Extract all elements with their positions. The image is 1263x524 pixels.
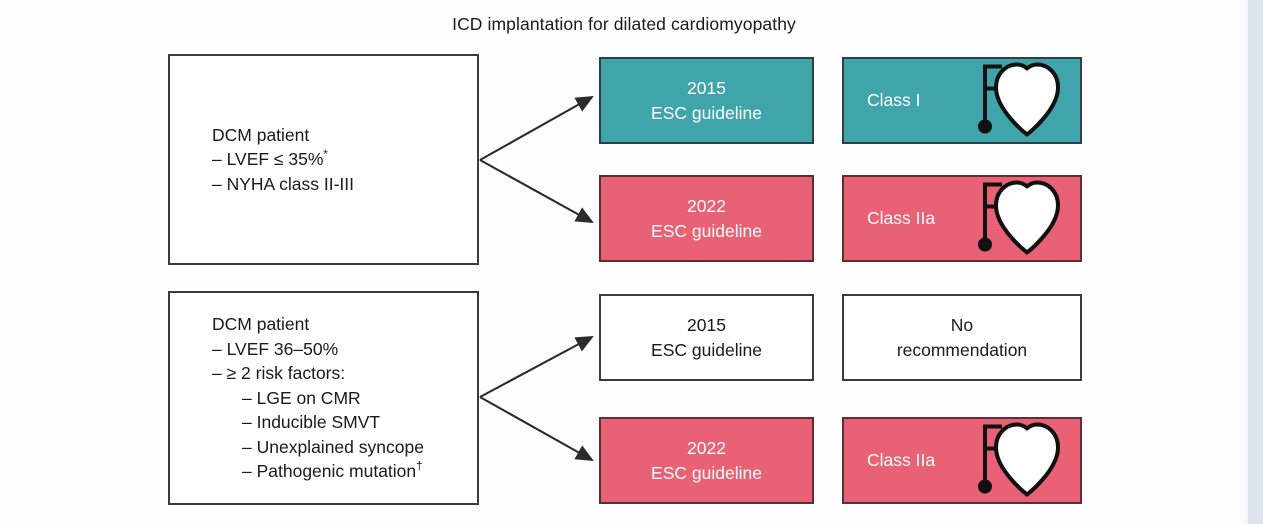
- criteria-line: – Inducible SMVT: [242, 412, 381, 433]
- icd-heart-icon: [972, 418, 1068, 503]
- figure-title: ICD implantation for dilated cardiomyopa…: [452, 14, 796, 34]
- criteria-text-row1: DCM patient – LVEF ≤ 35%* – NYHA class I…: [212, 123, 354, 197]
- guideline-sub: ESC guideline: [651, 220, 762, 241]
- criteria-line: – NYHA class II-III: [212, 173, 354, 194]
- guideline-year: 2022: [687, 195, 726, 216]
- recommendation-box-class-i: Class I: [842, 57, 1082, 144]
- asterisk-marker: *: [323, 149, 328, 162]
- recommendation-label: Class IIa: [867, 208, 936, 228]
- recommendation-box-class-iia-row1: Class IIa: [842, 175, 1082, 262]
- criteria-box-row2: DCM patient – LVEF 36–50% – ≥ 2 risk fac…: [168, 291, 479, 505]
- arrow-icon: [479, 95, 594, 161]
- guideline-year: 2015: [687, 314, 726, 335]
- criteria-line: DCM patient: [212, 124, 310, 145]
- guideline-sub: ESC guideline: [651, 102, 762, 123]
- recommendation-label: No recommendation: [896, 314, 1028, 360]
- criteria-line: – LGE on CMR: [242, 387, 361, 408]
- icd-heart-icon: [972, 58, 1068, 143]
- arrow-icon: [479, 159, 594, 224]
- guideline-year: 2015: [687, 77, 726, 98]
- criteria-line: DCM patient: [212, 314, 310, 335]
- arrow-icon: [479, 336, 594, 398]
- guideline-sub: ESC guideline: [651, 462, 762, 483]
- recommendation-box-no-recommendation: No recommendation: [842, 294, 1082, 381]
- recommendation-label: Class IIa: [867, 450, 936, 470]
- dagger-marker: †: [416, 461, 423, 474]
- icd-heart-icon: [972, 176, 1068, 261]
- criteria-line: – ≥ 2 risk factors:: [212, 363, 346, 384]
- criteria-text-row2: DCM patient – LVEF 36–50% – ≥ 2 risk fac…: [212, 312, 424, 484]
- criteria-line: – Pathogenic mutation†: [242, 461, 423, 482]
- page-gutter-strip: [1248, 0, 1263, 524]
- criteria-box-row1: DCM patient – LVEF ≤ 35%* – NYHA class I…: [168, 54, 479, 265]
- arrow-icon: [479, 396, 594, 462]
- guideline-year: 2022: [687, 437, 726, 458]
- recommendation-box-class-iia-row2: Class IIa: [842, 417, 1082, 504]
- guideline-sub: ESC guideline: [651, 339, 762, 360]
- criteria-line: – LVEF ≤ 35%*: [212, 149, 328, 170]
- page-edge-fade: [1235, 0, 1248, 524]
- criteria-line: – Unexplained syncope: [242, 436, 424, 457]
- recommendation-label: Class I: [867, 90, 921, 110]
- criteria-line: – LVEF 36–50%: [212, 338, 339, 359]
